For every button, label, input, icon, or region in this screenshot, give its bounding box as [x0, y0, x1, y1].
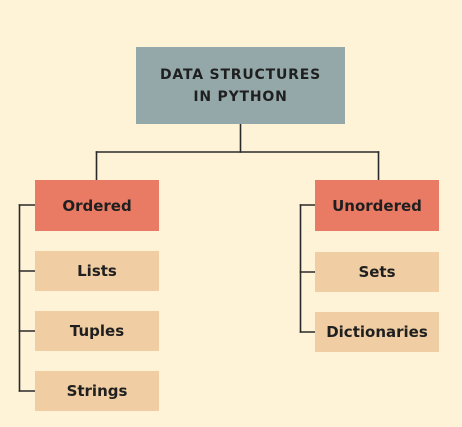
sets-label: Sets: [358, 263, 396, 281]
root-node: DATA STRUCTURES IN PYTHON: [136, 47, 345, 124]
root-node-label: DATA STRUCTURES IN PYTHON: [160, 66, 321, 105]
lists-node: Lists: [35, 251, 159, 291]
tuples-label: Tuples: [69, 322, 125, 340]
lists-label: Lists: [77, 262, 117, 280]
ordered-category-label: Ordered: [62, 196, 132, 215]
dictionaries-label: Dictionaries: [326, 323, 428, 341]
sets-node: Sets: [315, 252, 439, 292]
ordered-category-node: Ordered: [35, 180, 159, 231]
strings-node: Strings: [35, 371, 159, 411]
dictionaries-node: Dictionaries: [315, 312, 439, 352]
tuples-node: Tuples: [35, 311, 159, 351]
strings-label: Strings: [66, 382, 128, 400]
unordered-category-label: Unordered: [332, 196, 422, 215]
unordered-category-node: Unordered: [315, 180, 439, 231]
